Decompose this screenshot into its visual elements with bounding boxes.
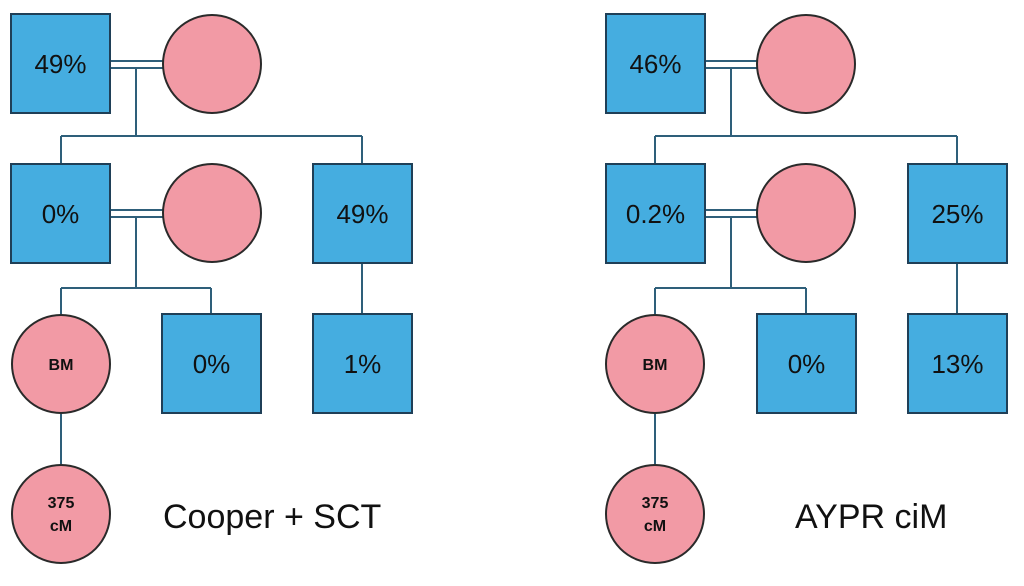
right-sibling-pct: 0%: [788, 349, 826, 379]
right-uncle-pct: 25%: [931, 199, 983, 229]
left-uncle-square: [312, 163, 413, 264]
left-mother-circle: [162, 163, 262, 263]
left-grandfather-square: [10, 13, 111, 114]
right-grandfather-pct: 46%: [629, 49, 681, 79]
left-pedigree: 49% 0% 49% BM 0% 1% 375 cM Cooper + SCT: [10, 13, 413, 564]
left-title: Cooper + SCT: [163, 498, 381, 536]
left-child-circle: [11, 464, 111, 564]
right-uncle-square: [907, 163, 1008, 264]
right-child-line1: 375: [642, 495, 669, 512]
left-uncle-pct: 49%: [336, 199, 388, 229]
left-child-line1: 375: [48, 495, 75, 512]
right-child-line2: cM: [644, 518, 666, 535]
left-bm-label: BM: [49, 357, 74, 374]
right-father-square: [605, 163, 706, 264]
right-sibling-square: [756, 313, 857, 414]
left-father-square: [10, 163, 111, 264]
left-cousin-pct: 1%: [344, 349, 382, 379]
right-grandmother-circle: [756, 14, 856, 114]
right-child-circle: [605, 464, 705, 564]
left-sibling-square: [161, 313, 262, 414]
left-grandmother-circle: [162, 14, 262, 114]
right-title: AYPR ciM: [795, 498, 947, 536]
left-cousin-square: [312, 313, 413, 414]
right-connectors: [654, 60, 958, 464]
right-cousin-pct: 13%: [931, 349, 983, 379]
right-cousin-square: [907, 313, 1008, 414]
right-grandfather-square: [605, 13, 706, 114]
right-pedigree: 46% 0.2% 25% BM 0% 13% 375 cM AYPR ciM: [605, 13, 1008, 564]
left-grandfather-pct: 49%: [34, 49, 86, 79]
right-bm-label: BM: [643, 357, 668, 374]
left-bm-circle: [11, 314, 111, 414]
left-sibling-pct: 0%: [193, 349, 231, 379]
left-connectors: [60, 60, 363, 464]
left-father-pct: 0%: [42, 199, 80, 229]
right-mother-circle: [756, 163, 856, 263]
right-father-pct: 0.2%: [626, 199, 685, 229]
left-child-line2: cM: [50, 518, 72, 535]
right-bm-circle: [605, 314, 705, 414]
